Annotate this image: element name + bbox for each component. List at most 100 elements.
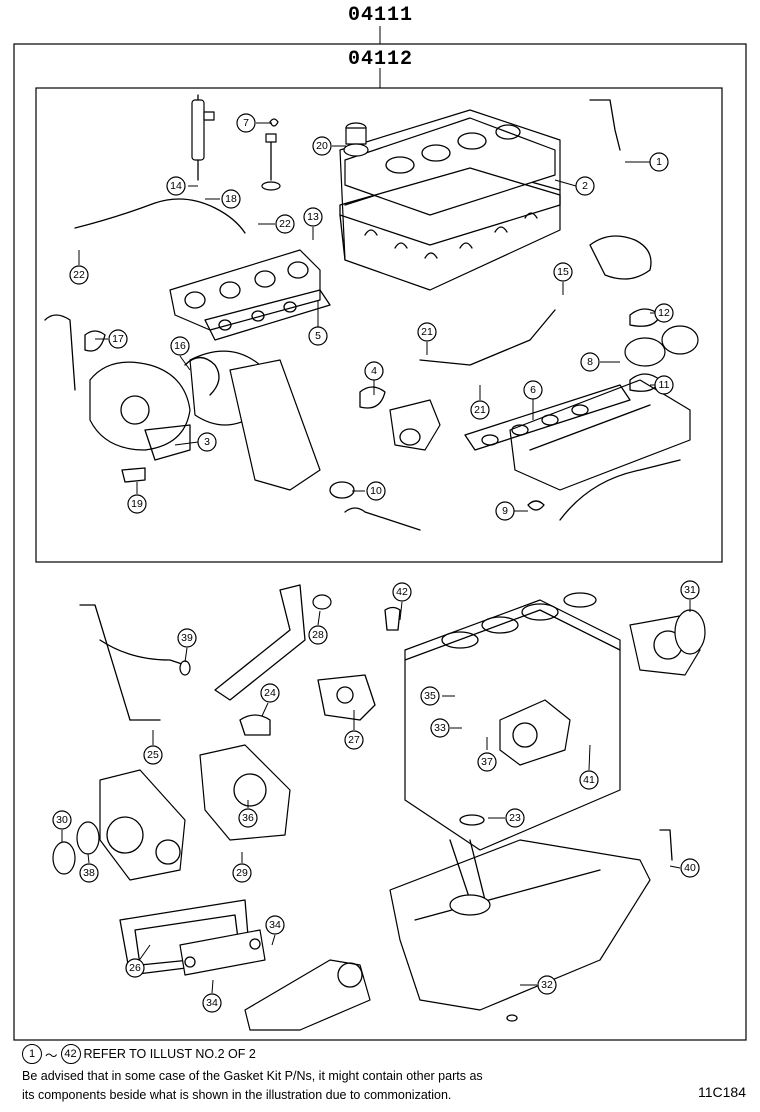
oil-filter-bracket: [244, 959, 371, 1031]
callout-29: 29: [232, 863, 252, 883]
svg-text:21: 21: [421, 326, 433, 338]
svg-text:21: 21: [474, 404, 486, 416]
ref-text: REFER TO ILLUST NO.2 OF 2: [83, 1047, 256, 1061]
callout-34-lower: 34: [202, 993, 222, 1013]
callout-28: 28: [308, 625, 328, 645]
ref-start-circle: 1: [22, 1044, 42, 1064]
svg-text:4: 4: [371, 365, 377, 377]
callout-41: 41: [579, 770, 599, 790]
oil-pressure-pipe: [99, 639, 186, 666]
svg-text:12: 12: [658, 307, 670, 319]
callout-26: 26: [125, 958, 145, 978]
svg-text:6: 6: [530, 384, 536, 396]
svg-text:34: 34: [206, 997, 218, 1009]
callout-39: 39: [177, 628, 197, 648]
water-inlet-housing: [389, 399, 441, 451]
oil-strainer: [449, 839, 491, 916]
callout-36: 36: [238, 808, 258, 828]
callout-33: 33: [430, 718, 450, 738]
commonization-note-line-1: Be advised that in some case of the Gask…: [22, 1069, 483, 1083]
callout-21-lower: 21: [470, 400, 490, 420]
svg-text:37: 37: [481, 756, 493, 768]
callout-4: 4: [364, 361, 384, 381]
callout-3: 3: [197, 432, 217, 452]
intake-manifold-gasket: [464, 384, 631, 451]
gasket-24: [239, 714, 271, 736]
svg-text:28: 28: [312, 629, 324, 641]
exhaust-pipe-gasket: [329, 481, 355, 499]
timing-belt-cover: [199, 744, 291, 841]
callout-16: 16: [170, 336, 190, 356]
callout-14: 14: [166, 176, 186, 196]
exhaust-manifold-gasket: [204, 289, 331, 341]
callout-22-right: 22: [275, 214, 295, 234]
water-pump-gasket: [317, 674, 376, 721]
o-ring-28: [312, 594, 332, 610]
refer-note: 1 ～ 42 REFER TO ILLUST NO.2 OF 2: [22, 1044, 256, 1064]
oil-pipe: [419, 309, 556, 366]
commonization-note-line-2: its components beside what is shown in t…: [22, 1088, 452, 1102]
callout-10: 10: [366, 481, 386, 501]
svg-text:38: 38: [83, 867, 95, 879]
svg-text:5: 5: [315, 330, 321, 342]
callout-19: 19: [127, 494, 147, 514]
oil-cooler: [179, 929, 266, 976]
crankshaft-oil-seal: [52, 841, 76, 875]
svg-text:2: 2: [582, 180, 588, 192]
svg-text:13: 13: [307, 211, 319, 223]
svg-text:24: 24: [264, 687, 276, 699]
oil-pressure-switch: [179, 660, 191, 676]
callout-8: 8: [580, 352, 600, 372]
svg-text:8: 8: [587, 356, 593, 368]
oil-hose: [44, 314, 76, 391]
turbo-gasket: [144, 424, 191, 461]
subkit-part-number: 04112: [348, 48, 414, 71]
svg-text:10: 10: [370, 485, 382, 497]
head-cover-gasket: [339, 167, 561, 246]
svg-text:27: 27: [348, 734, 360, 746]
egr-valve: [624, 325, 699, 367]
callout-22-left: 22: [69, 265, 89, 285]
water-outlet: [589, 235, 652, 280]
callout-23: 23: [505, 808, 525, 828]
svg-text:14: 14: [170, 180, 182, 192]
oil-level-gauge-guide: [79, 604, 161, 721]
ref-tilde: ～: [45, 1048, 58, 1063]
svg-text:22: 22: [73, 269, 85, 281]
rear-oil-seal: [674, 609, 706, 655]
callout-42: 42: [392, 582, 412, 602]
subkit-frame: [35, 87, 723, 563]
callout-2: 2: [575, 176, 595, 196]
water-pipe: [559, 459, 681, 521]
callout-1: 1: [649, 152, 669, 172]
callout-35: 35: [420, 686, 440, 706]
oil-filler-cap: [343, 122, 369, 157]
svg-text:32: 32: [541, 979, 553, 991]
svg-text:15: 15: [557, 266, 569, 278]
svg-text:20: 20: [316, 140, 328, 152]
callout-18: 18: [221, 189, 241, 209]
injector-nozzle: [191, 94, 215, 181]
callout-12: 12: [654, 303, 674, 323]
callout-9: 9: [495, 501, 515, 521]
svg-text:23: 23: [509, 812, 521, 824]
dipstick: [659, 829, 673, 861]
svg-text:29: 29: [236, 867, 248, 879]
svg-text:1: 1: [656, 156, 662, 168]
svg-text:40: 40: [684, 862, 696, 874]
svg-text:3: 3: [204, 436, 210, 448]
callout-24: 24: [260, 683, 280, 703]
o-ring-9: [527, 500, 545, 511]
svg-text:18: 18: [225, 193, 237, 205]
camshaft-oil-seal: [76, 821, 100, 855]
kit-frame: [13, 43, 747, 1041]
svg-text:34: 34: [269, 919, 281, 931]
callout-5: 5: [308, 326, 328, 346]
callout-13: 13: [303, 207, 323, 227]
svg-text:41: 41: [583, 774, 595, 786]
svg-text:33: 33: [434, 722, 446, 734]
exhaust-pipe: [229, 359, 321, 491]
turbo-outlet-gasket: [184, 356, 220, 396]
callout-32: 32: [537, 975, 557, 995]
